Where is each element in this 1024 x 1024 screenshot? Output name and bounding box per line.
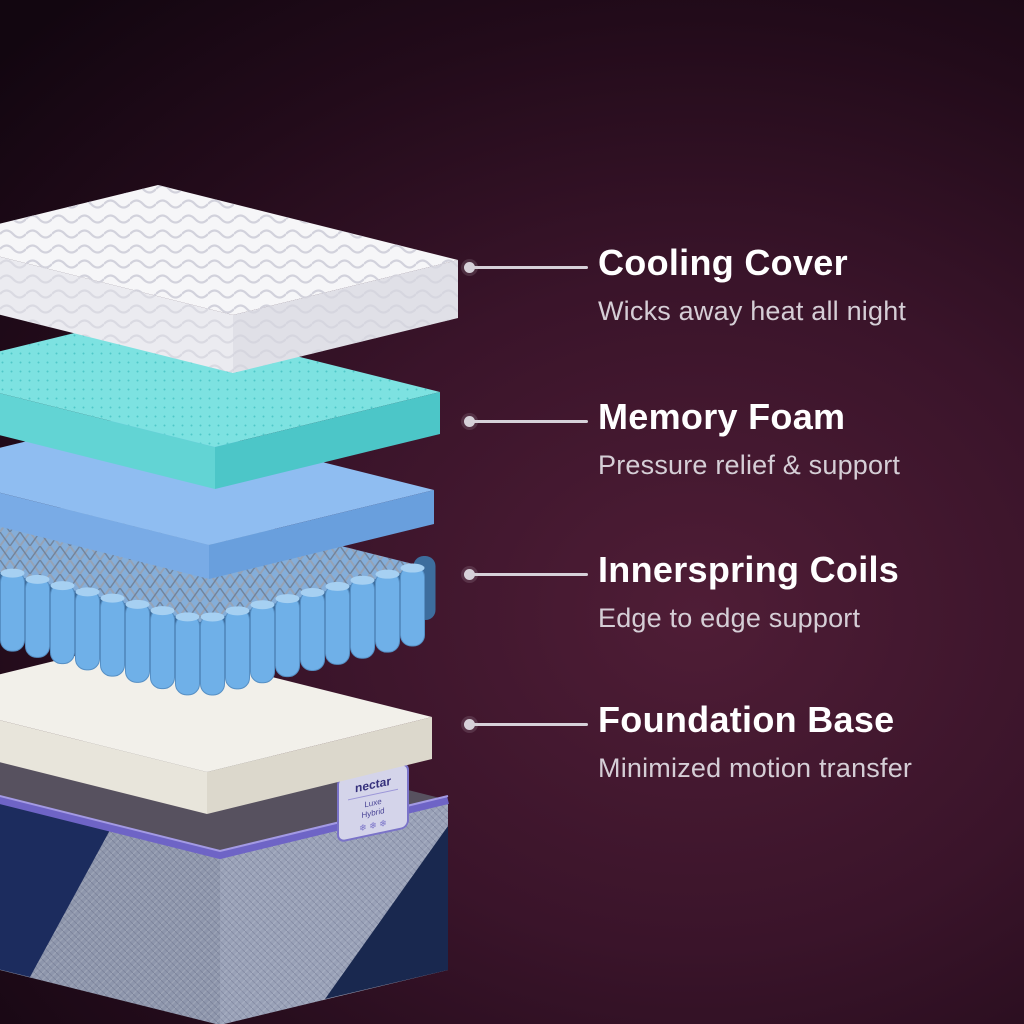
cooling-cover-front-left-texture [0,256,233,373]
annotation-cooling-cover: Cooling Cover Wicks away heat all night [598,243,906,327]
memory-foam-front-left-face [0,393,215,489]
annotation-innerspring-coils: Innerspring Coils Edge to edge support [598,550,899,634]
annotation-subtitle: Pressure relief & support [598,449,901,480]
leader-dot-innerspring-coils [464,569,475,580]
coil-cylinder [125,601,150,683]
coil-cylinder-top [75,587,100,597]
coil-cylinder-top [400,563,425,573]
cooling-cover-front-right-texture [233,260,458,373]
coil-cylinder [100,595,125,677]
leader-dot-memory-foam [464,416,475,427]
coil-cylinder-top [325,581,350,591]
cooling-cover-layer [0,185,458,373]
coil-cylinder-top [125,599,150,609]
cooling-cover-texture [0,185,458,315]
coil-cylinder-top [225,606,250,616]
coil-cylinder-top [350,575,375,585]
coil-cylinder [0,570,25,652]
coil-cylinder [400,565,425,647]
leader-line-cooling-cover [464,262,588,273]
coil-cylinder [250,602,275,684]
label-line1-text: Luxe [364,797,382,810]
foundation-front-right-face [207,717,432,814]
coil-cylinder [350,577,375,659]
coil-cylinder [325,583,350,665]
leader-line-foundation-base [464,719,588,730]
annotation-title: Foundation Base [598,699,895,740]
coil-cylinder-top [375,569,400,579]
annotation-subtitle: Edge to edge support [598,602,861,633]
foundation-front-left-face [0,720,207,814]
coil-cylinder-top [275,594,300,604]
memory-foam-texture [0,317,440,447]
leader-line-memory-foam [464,416,588,427]
coil-cylinder [300,590,325,671]
leader-line-innerspring-coils [464,569,588,580]
mattress-base-navy-panel-right [325,826,448,999]
coil-cylinder-top [25,574,50,584]
coil-cylinder [50,583,75,665]
label-divider [348,788,398,801]
coil-cylinder-top [100,593,125,603]
leader-dot-cooling-cover [464,262,475,273]
annotation-subtitle: Minimized motion transfer [598,752,913,783]
memory-foam-front-right-face [215,392,440,489]
mattress-base-navy-panel-left [0,802,110,977]
coil-front-row [0,563,425,696]
coil-cylinder [25,576,50,658]
coil-cylinder-top [300,588,325,597]
annotation-foundation-base: Foundation Base Minimized motion transfe… [598,700,912,784]
coil-cylinder-top [250,600,275,610]
leader-dot-foundation-base [464,719,475,730]
coil-cylinder [150,608,175,690]
memory-foam-layer [0,317,440,489]
coil-cylinder [200,614,225,696]
nectar-label-tag: nectar Luxe Hybrid ❄ ❄ ❄ [337,763,409,842]
transition-foam-front-left-face [0,492,209,579]
coil-cylinder [175,614,200,696]
coil-cylinder-top [50,581,75,591]
coil-cylinder-top [0,568,25,578]
annotation-title: Innerspring Coils [598,549,900,590]
coil-cylinder-top [150,606,175,616]
coil-cylinder [225,608,250,690]
annotation-memory-foam: Memory Foam Pressure relief & support [598,397,900,481]
coil-cylinder [375,571,400,653]
mattress-base-layer: nectar Luxe Hybrid ❄ ❄ ❄ [0,725,449,1024]
coil-cylinder [75,589,100,671]
coil-cylinder [275,596,300,678]
transition-foam-front-right-face [209,490,434,579]
annotation-title: Cooling Cover [598,242,848,283]
coil-cylinder-top [175,612,200,622]
annotation-title: Memory Foam [598,396,846,437]
annotation-subtitle: Wicks away heat all night [598,295,907,326]
coil-cylinder-top [200,612,225,622]
